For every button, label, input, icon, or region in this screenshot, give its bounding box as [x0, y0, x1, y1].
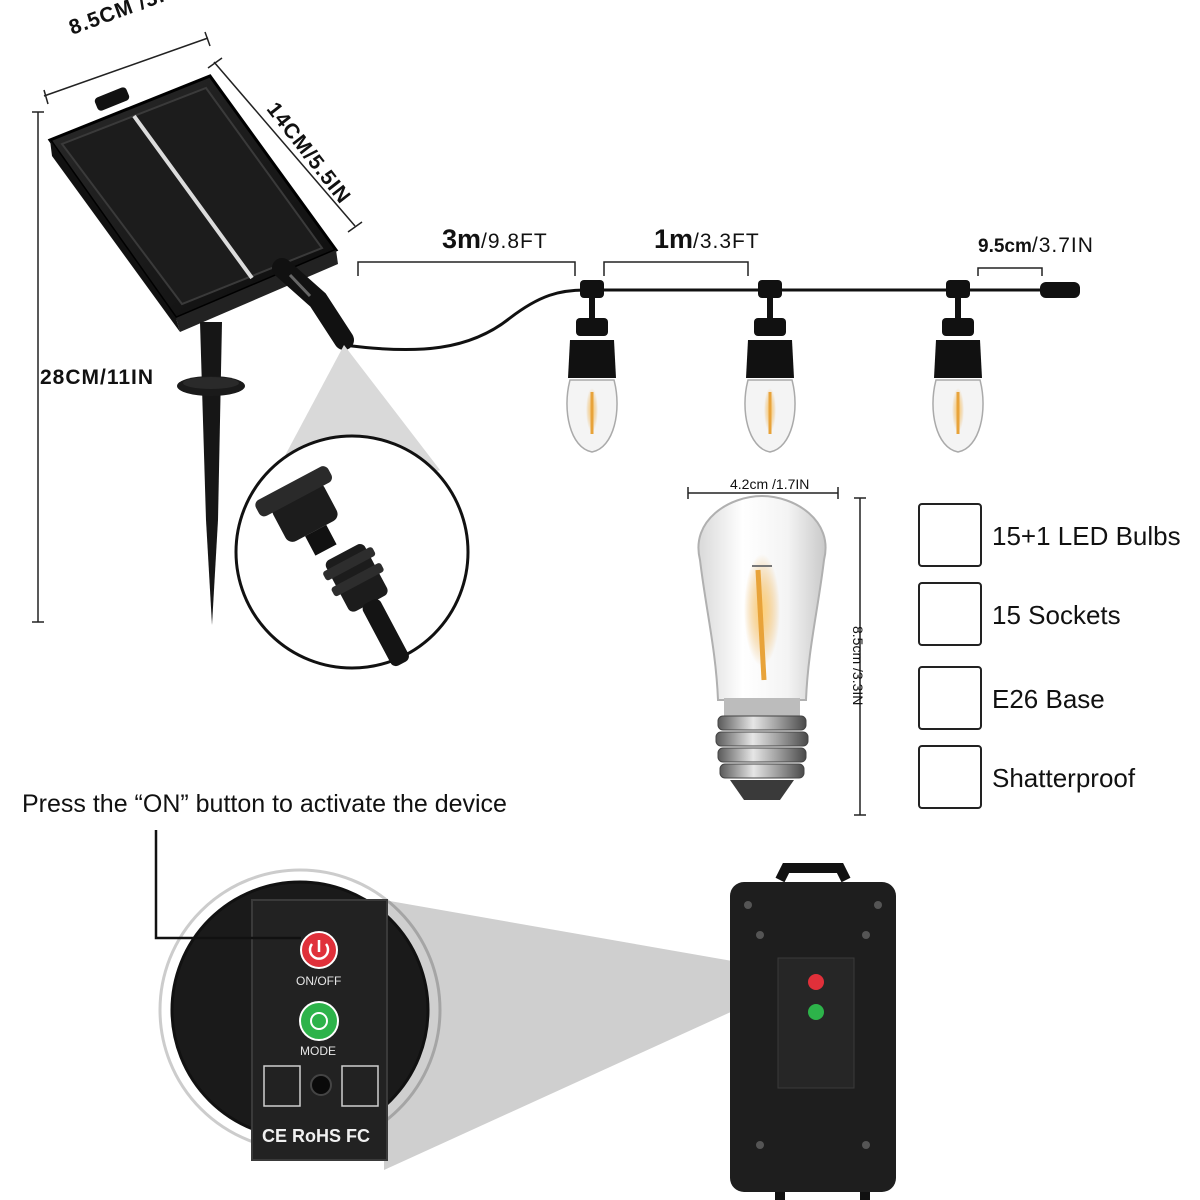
- string-bulbs: [566, 280, 984, 453]
- ground-stake: [177, 322, 245, 625]
- feature-sockets: 15 Sockets: [918, 582, 1200, 652]
- instruction-text: Press the “ON” button to activate the de…: [22, 790, 507, 818]
- feature-box: [918, 503, 982, 567]
- mode-button[interactable]: [300, 1002, 338, 1040]
- end-length-label: 9.5cm/3.7IN: [978, 234, 1094, 258]
- large-bulb: [697, 494, 827, 800]
- bulb-dimension-lines: [687, 487, 866, 816]
- bulb-height-label: 8.5cm /3.3IN: [850, 626, 866, 706]
- end-length-value: 9.5cm: [978, 236, 1032, 257]
- feature-label: E26 Base: [992, 684, 1105, 714]
- feature-e26-base: E26 Base: [918, 666, 1200, 736]
- string-cable: [343, 282, 1080, 352]
- lead-length-label: 3m/9.8FT: [442, 224, 548, 255]
- panel-dimension-lines: [32, 31, 363, 623]
- hanging-bulb: [932, 280, 984, 453]
- hanging-bulb: [744, 280, 796, 453]
- feature-box: [918, 582, 982, 646]
- feature-box: [918, 666, 982, 730]
- connector-zoom: [234, 345, 470, 670]
- feature-box: [918, 745, 982, 809]
- controller-zoom: [158, 868, 812, 1170]
- power-button-label: ON/OFF: [296, 974, 342, 988]
- feature-shatterproof: Shatterproof: [918, 745, 1200, 815]
- instruction-leader-line: [154, 830, 301, 940]
- feature-led-bulbs: 15+1 LED Bulbs: [918, 503, 1200, 573]
- hanging-bulb: [566, 280, 618, 453]
- mode-button-label: MODE: [300, 1044, 336, 1058]
- end-length-unit: /3.7IN: [1031, 234, 1094, 257]
- power-button[interactable]: [300, 931, 338, 969]
- feature-label: 15 Sockets: [992, 600, 1121, 630]
- lead-length-value: 3m: [442, 224, 482, 254]
- bulb-spacing-value: 1m: [654, 224, 694, 254]
- solar-panel: [47, 74, 354, 350]
- cert-marks: CE RoHS FC: [262, 1126, 370, 1146]
- bulb-spacing-unit: /3.3FT: [693, 230, 760, 253]
- panel-height-label: 28CM/11IN: [40, 366, 155, 389]
- bulb-spacing-label: 1m/3.3FT: [654, 224, 760, 255]
- feature-label: 15+1 LED Bulbs: [992, 521, 1181, 551]
- lead-length-unit: /9.8FT: [481, 230, 548, 253]
- bulb-width-label: 4.2cm /1.7IN: [730, 476, 810, 492]
- feature-label: Shatterproof: [992, 763, 1136, 793]
- string-dimension-lines: [357, 261, 1043, 276]
- controller-box: [730, 863, 896, 1200]
